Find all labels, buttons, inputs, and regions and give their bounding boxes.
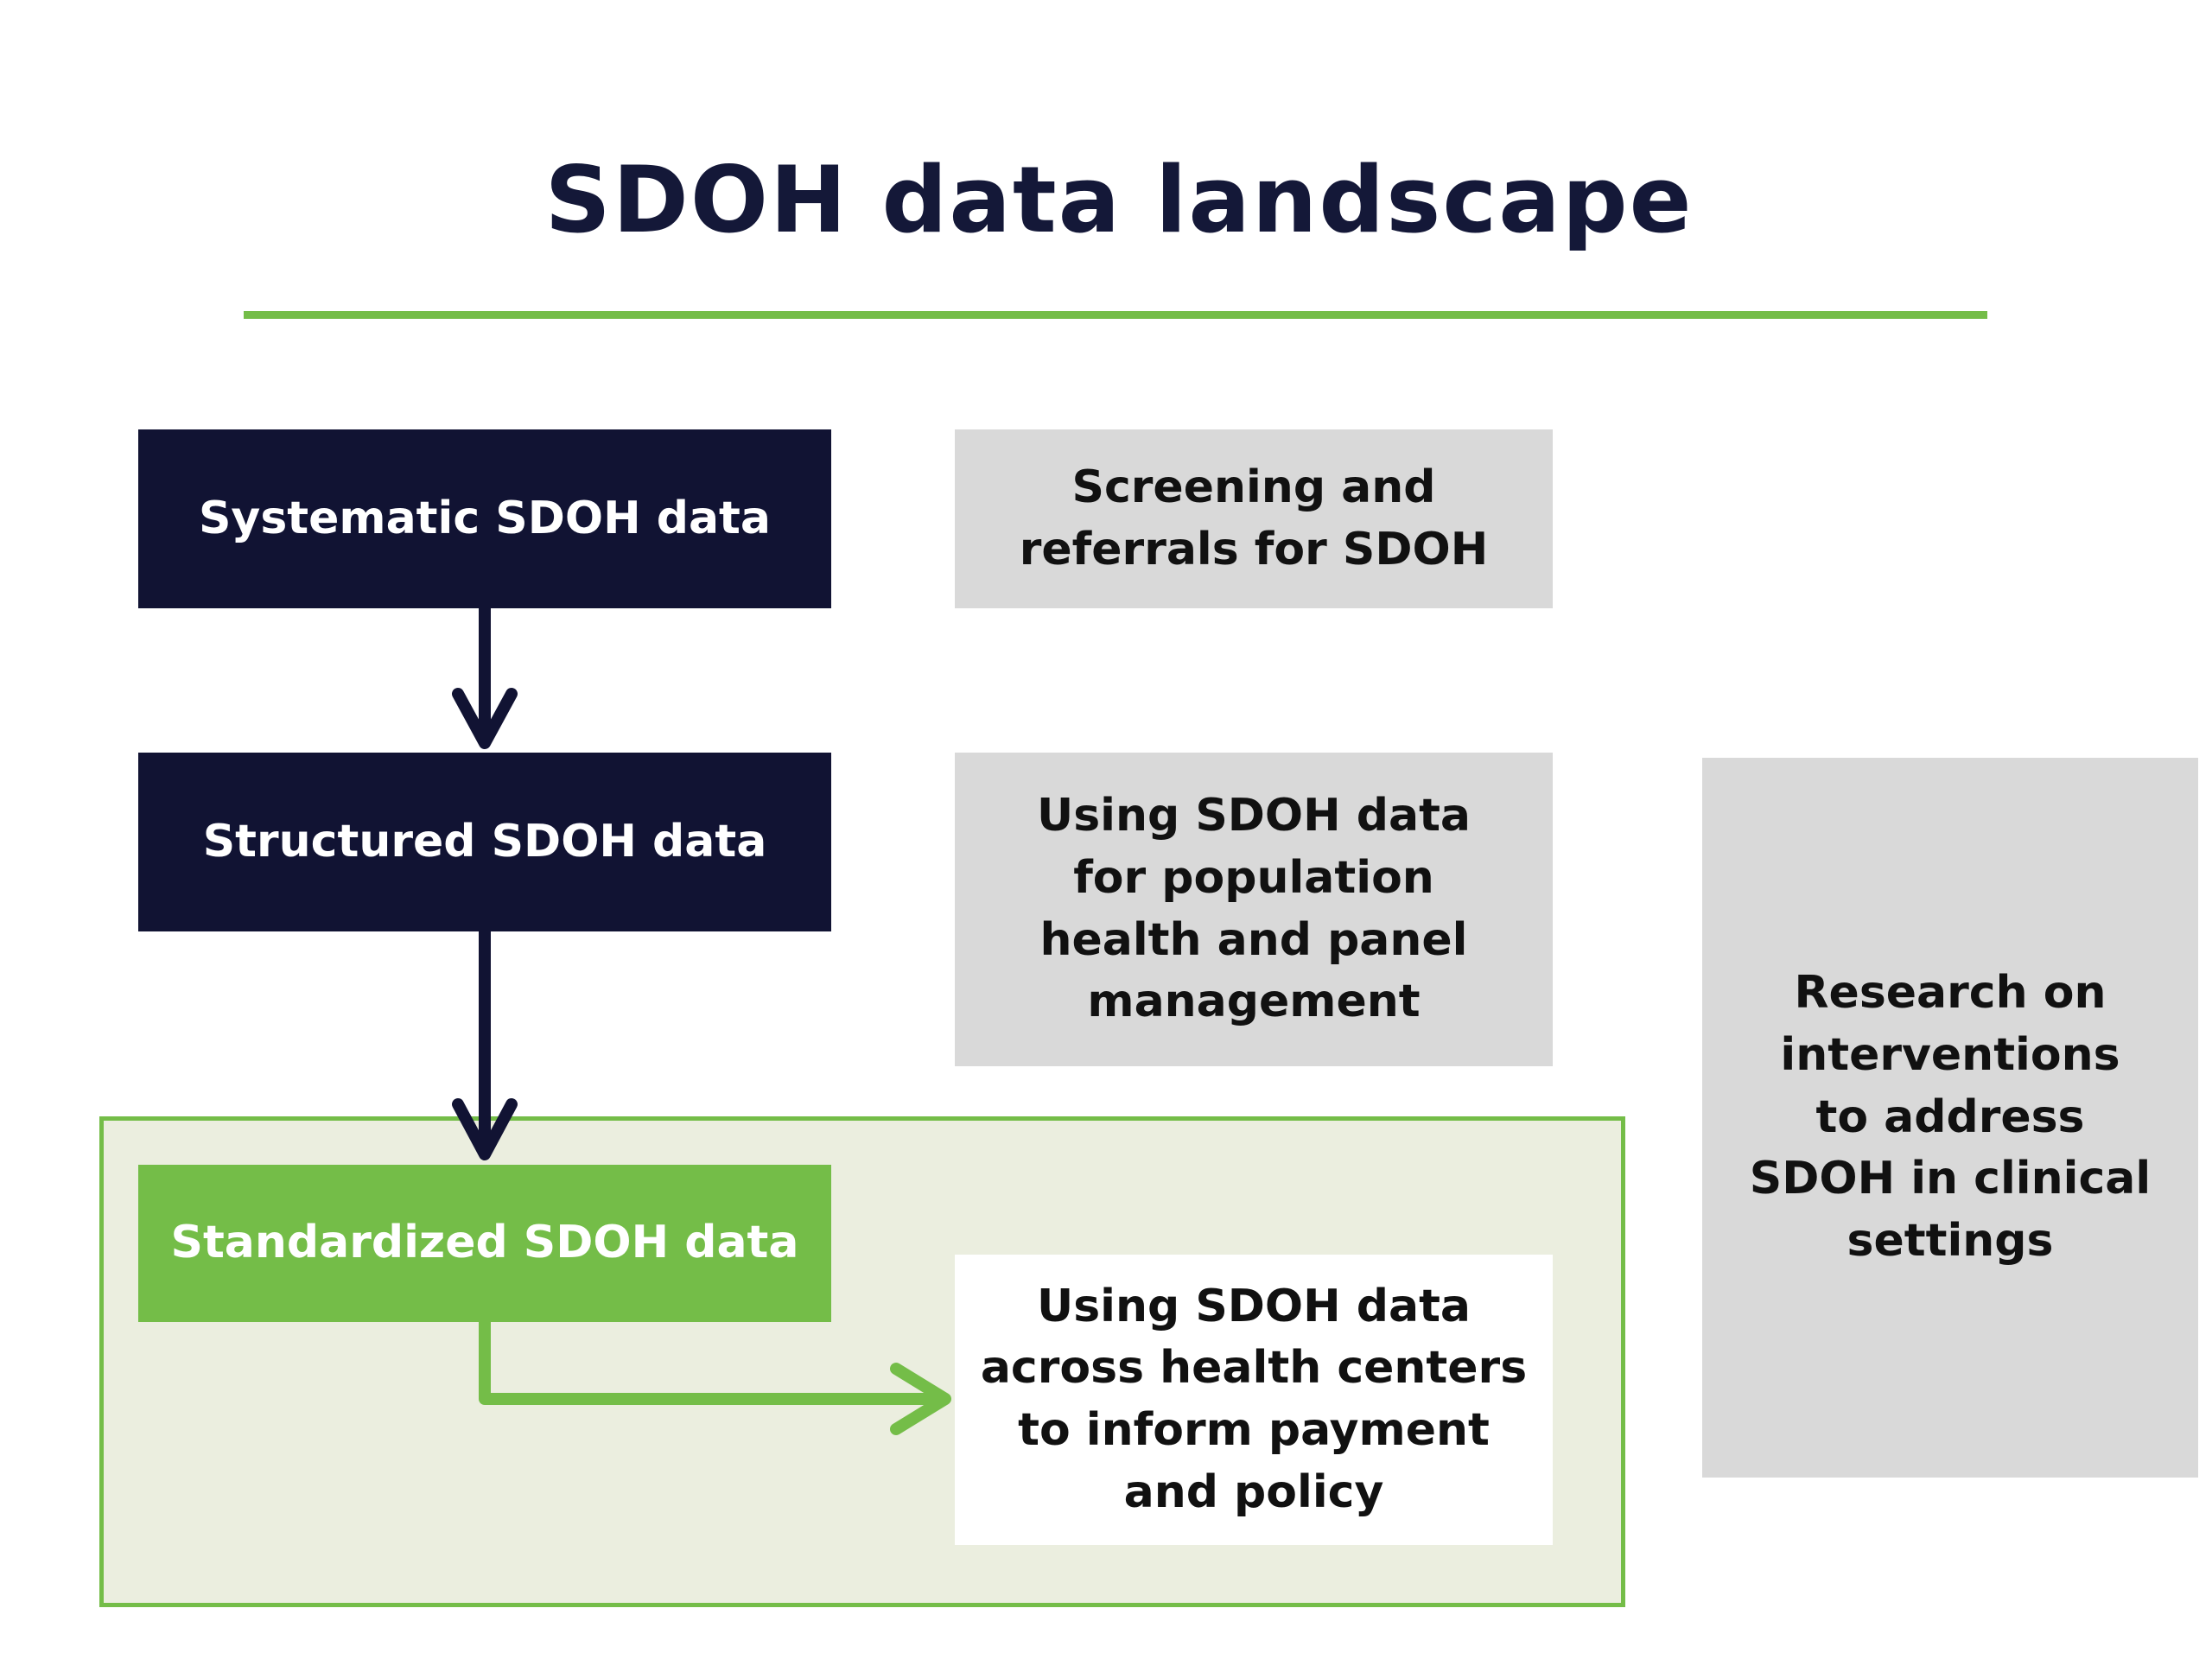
standardized-sdoh-data-label: Standardized SDOH data xyxy=(170,1217,799,1269)
structured-sdoh-data-label: Structured SDOH data xyxy=(202,815,767,868)
systematic-sdoh-data-label: Systematic SDOH data xyxy=(198,492,771,544)
screening-referrals-box: Screening and referrals for SDOH xyxy=(955,429,1553,608)
population-health-label: Using SDOH data for population health an… xyxy=(1036,790,1471,1028)
research-interventions-label: Research on interventions to address SDO… xyxy=(1749,967,2152,1268)
across-health-centers-label: Using SDOH data across health centers to… xyxy=(980,1280,1528,1518)
standardized-sdoh-data-box: Standardized SDOH data xyxy=(138,1165,831,1322)
arrow-systematic-to-structured xyxy=(452,608,518,749)
structured-sdoh-data-box: Structured SDOH data xyxy=(138,753,831,931)
screening-referrals-label: Screening and referrals for SDOH xyxy=(1019,461,1489,575)
systematic-sdoh-data-box: Systematic SDOH data xyxy=(138,429,831,608)
page-title: SDOH data landscape xyxy=(544,147,1694,253)
across-health-centers-box: Using SDOH data across health centers to… xyxy=(955,1255,1553,1545)
population-health-box: Using SDOH data for population health an… xyxy=(955,753,1553,1066)
title-underline xyxy=(244,311,1987,319)
research-interventions-box: Research on interventions to address SDO… xyxy=(1702,758,2198,1478)
